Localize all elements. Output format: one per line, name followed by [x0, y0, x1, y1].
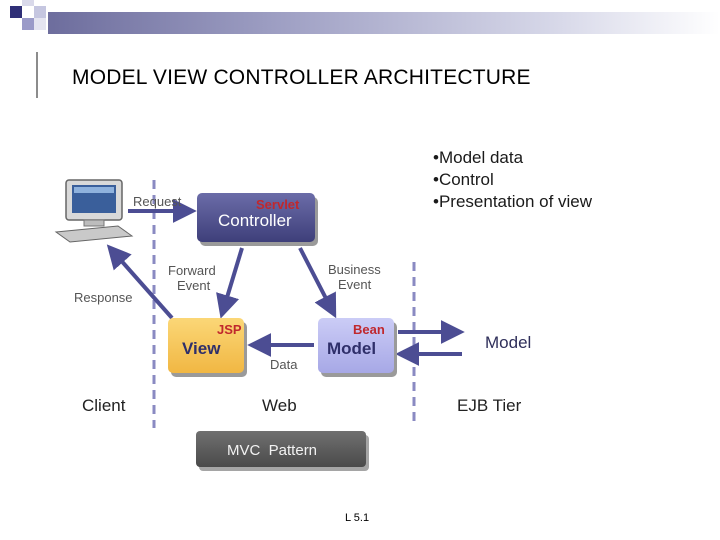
forward-event-label-1: Forward — [168, 263, 216, 278]
model-tag: Bean — [353, 322, 385, 337]
response-label: Response — [74, 290, 133, 305]
header-square — [22, 18, 34, 30]
bullet-presentation: •Presentation of view — [433, 192, 593, 211]
slide-footer: L 5.1 — [345, 512, 370, 524]
business-event-arrow — [298, 247, 337, 319]
header-square — [34, 6, 46, 18]
mvc-pattern-box: MVC Pattern — [196, 431, 369, 471]
bullet-control: •Control — [433, 170, 494, 189]
model-box: Bean Model — [318, 318, 397, 377]
request-label: Request — [133, 194, 182, 209]
controller-tag: Servlet — [256, 197, 300, 212]
header-square — [22, 0, 34, 6]
data-label: Data — [270, 357, 298, 372]
controller-box: Servlet Controller — [197, 193, 318, 246]
model-external-label: Model — [485, 333, 531, 352]
forward-event-arrow — [216, 247, 244, 319]
controller-label: Controller — [218, 211, 292, 230]
tier-web: Web — [262, 396, 297, 415]
bullet-model-data: •Model data — [433, 148, 524, 167]
forward-event-label-2: Event — [177, 278, 211, 293]
business-event-label-2: Event — [338, 277, 372, 292]
tier-client: Client — [82, 396, 126, 415]
title-divider — [36, 52, 38, 98]
view-label: View — [182, 339, 221, 358]
mvc-pattern-label: MVC Pattern — [227, 442, 317, 459]
view-box: JSP View — [168, 318, 247, 377]
tier-ejb: EJB Tier — [457, 396, 522, 415]
slide-title: MODEL VIEW CONTROLLER ARCHITECTURE — [72, 66, 531, 89]
response-arrow — [106, 244, 174, 320]
business-event-label-1: Business — [328, 262, 381, 277]
header-square — [34, 18, 46, 30]
computer-icon — [54, 179, 134, 243]
model-label: Model — [327, 339, 376, 358]
view-tag: JSP — [217, 322, 242, 337]
header-gradient-bar — [48, 12, 720, 34]
header-square — [10, 6, 22, 18]
